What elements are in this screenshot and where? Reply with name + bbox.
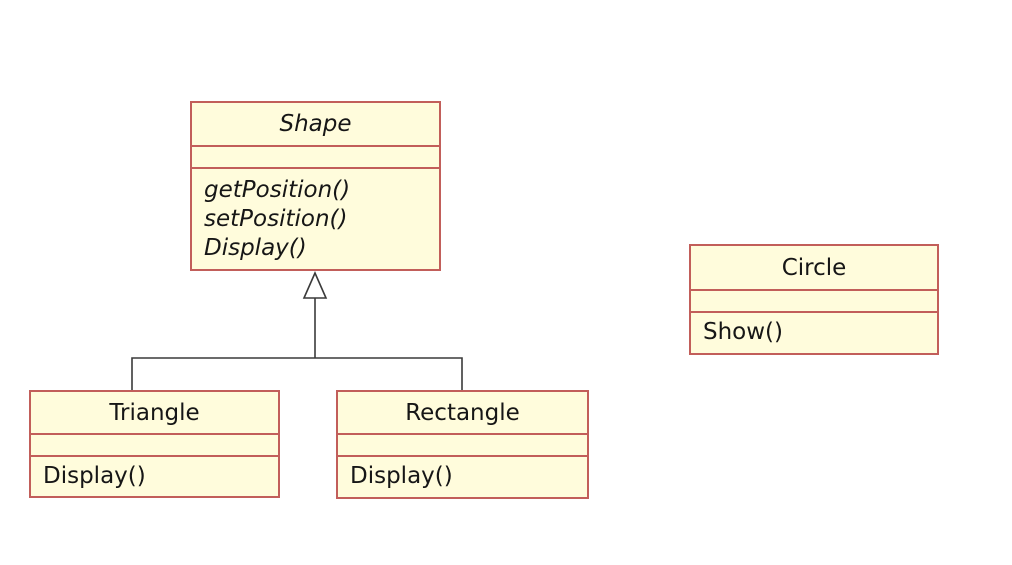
methods-section-shape: getPosition() setPosition() Display() [192,169,439,269]
class-box-shape: Shape getPosition() setPosition() Displa… [190,101,441,271]
hollow-triangle-arrowhead-icon [302,271,328,299]
class-box-circle: Circle Show() [689,244,939,355]
method-item: Display() [43,463,146,489]
class-box-rectangle: Rectangle Display() [336,390,589,499]
method-item: Display() [204,235,307,261]
connector-branch [131,357,463,390]
method-item: Display() [350,463,453,489]
class-name-shape: Shape [192,103,439,147]
attributes-section-rectangle [338,435,587,457]
class-name-rectangle: Rectangle [338,392,587,435]
class-box-triangle: Triangle Display() [29,390,280,498]
method-item: setPosition() [204,206,348,232]
methods-section-circle: Show() [691,313,937,353]
class-name-circle: Circle [691,246,937,291]
attributes-section-shape [192,147,439,169]
methods-section-triangle: Display() [31,457,278,496]
method-item: getPosition() [204,177,351,203]
method-item: Show() [703,319,784,345]
class-name-triangle: Triangle [31,392,278,435]
attributes-section-triangle [31,435,278,457]
methods-section-rectangle: Display() [338,457,587,497]
attributes-section-circle [691,291,937,313]
